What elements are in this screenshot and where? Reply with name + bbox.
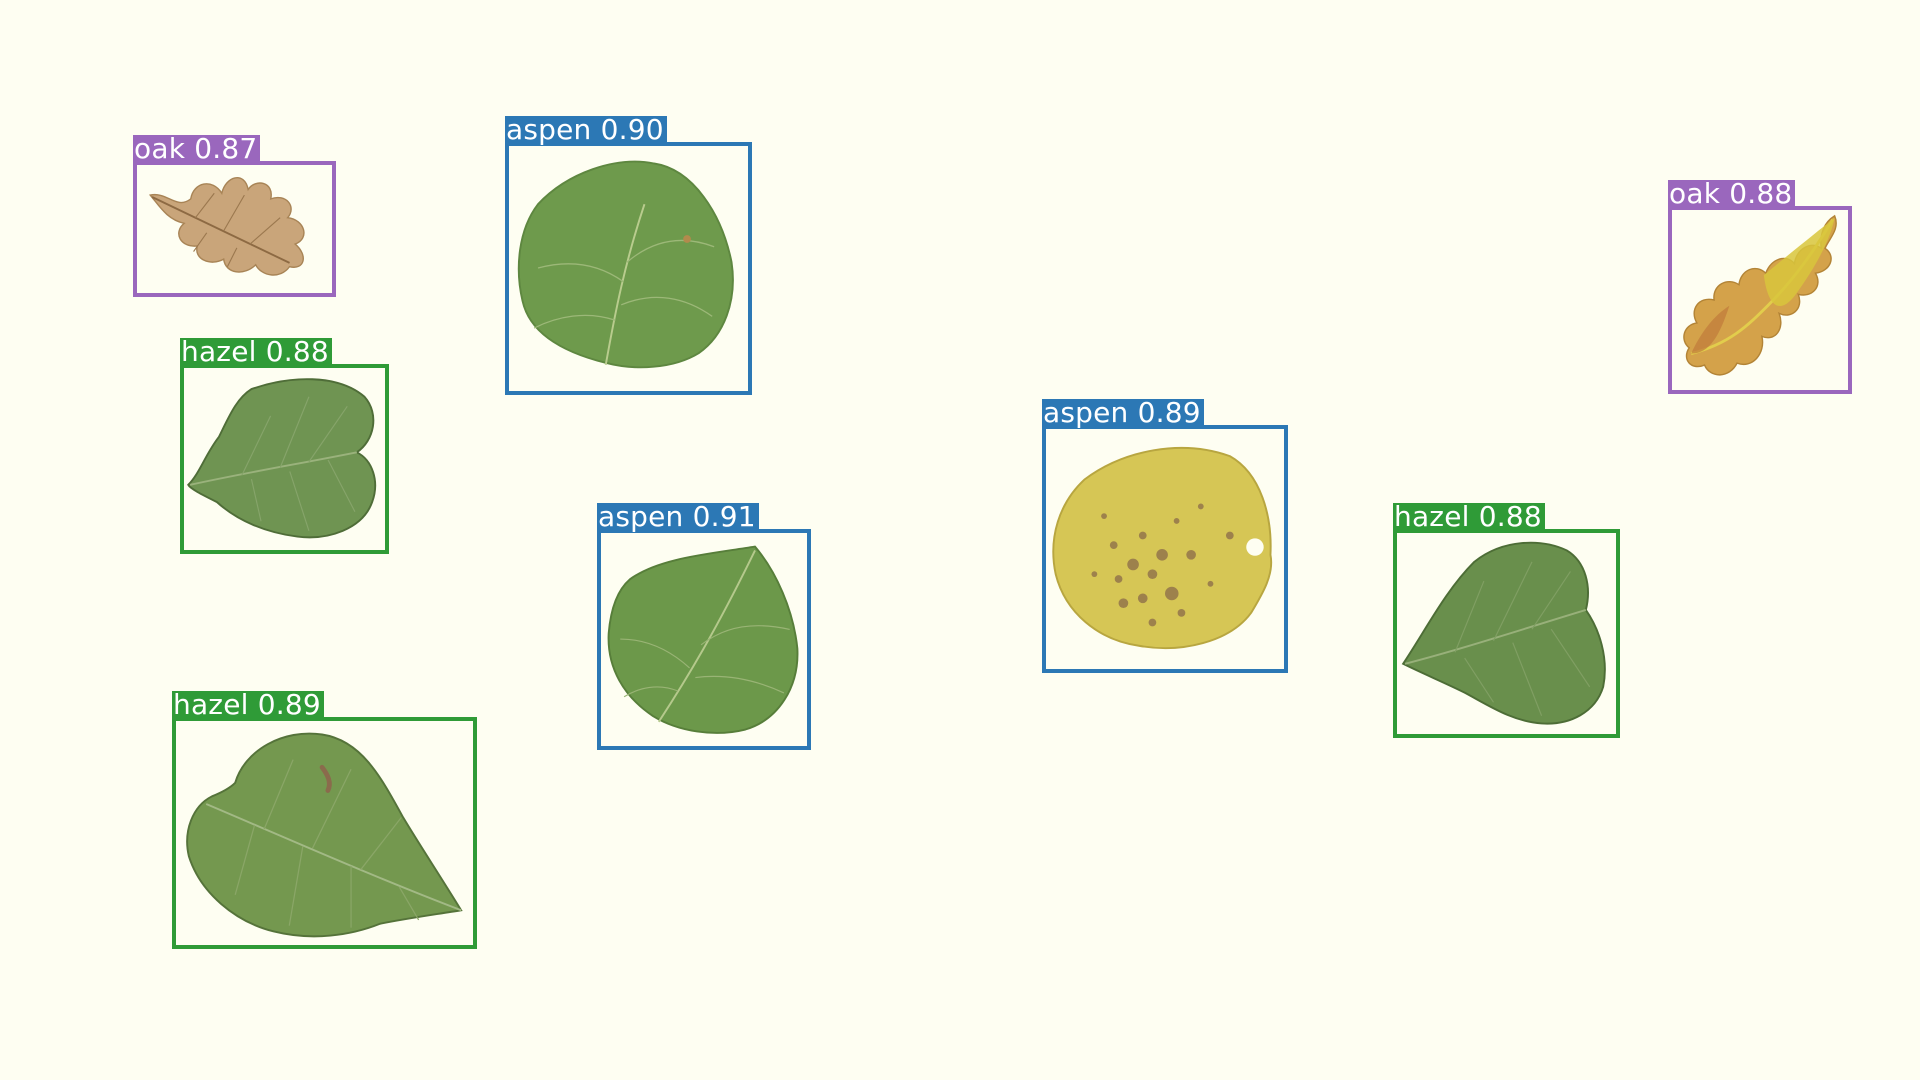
- detection-label: aspen 0.91: [597, 503, 759, 531]
- hazel-leaf: [186, 732, 463, 938]
- detection-label: aspen 0.89: [1042, 399, 1204, 427]
- detection-label: aspen 0.90: [505, 116, 667, 144]
- hazel-leaf: [187, 378, 377, 539]
- aspen-leaf: [1052, 446, 1273, 649]
- oak-leaf: [1683, 214, 1837, 376]
- detection-label: hazel 0.88: [180, 338, 332, 366]
- detection-label: oak 0.88: [1668, 180, 1796, 208]
- aspen-leaf: [517, 160, 734, 369]
- oak-leaf: [148, 177, 305, 276]
- detection-box-aspen: aspen 0.91: [597, 503, 811, 750]
- detection-box-oak: oak 0.88: [1668, 180, 1852, 394]
- detection-box-hazel: hazel 0.88: [180, 338, 389, 554]
- detection-label: hazel 0.88: [1393, 503, 1545, 531]
- detection-box-aspen: aspen 0.90: [505, 116, 752, 395]
- aspen-leaf: [607, 545, 799, 734]
- hazel-leaf: [1401, 541, 1606, 725]
- detection-box-oak: oak 0.87: [133, 135, 336, 297]
- detection-box-aspen: aspen 0.89: [1042, 399, 1288, 673]
- detection-label: oak 0.87: [133, 135, 261, 163]
- detection-box-hazel: hazel 0.89: [172, 691, 477, 949]
- detection-box-hazel: hazel 0.88: [1393, 503, 1620, 738]
- detection-label: hazel 0.89: [172, 691, 324, 719]
